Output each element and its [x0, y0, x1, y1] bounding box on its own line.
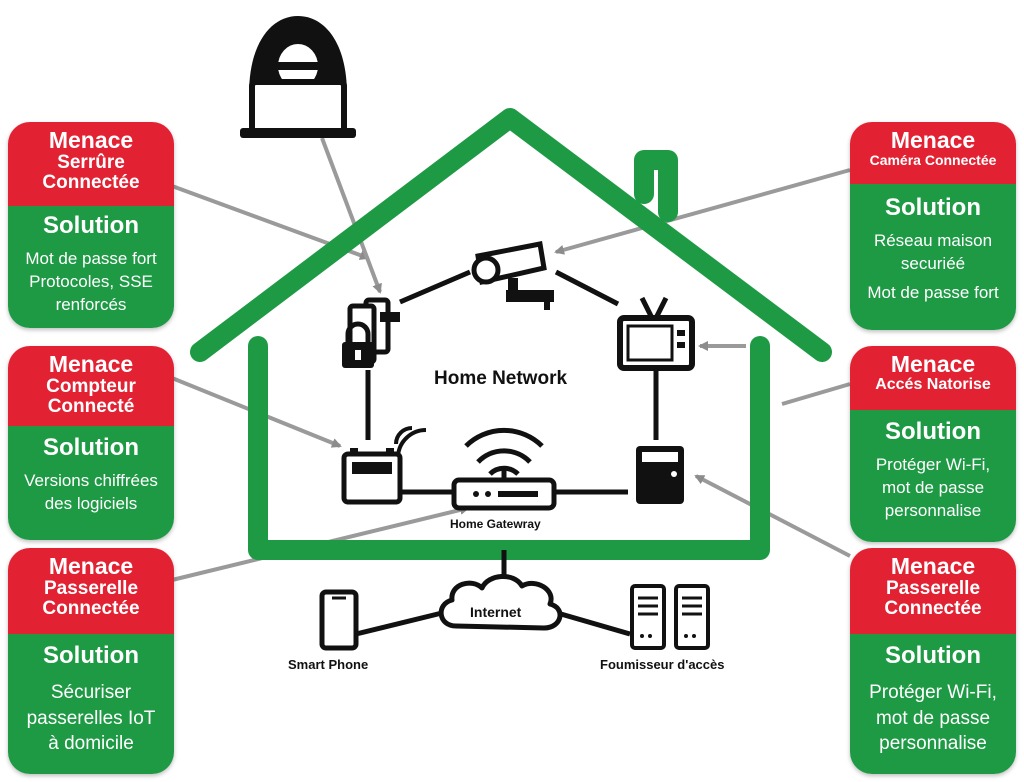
arrow-gateway-right [694, 474, 851, 558]
arrow-access [781, 382, 851, 406]
smart-lock-icon [342, 297, 400, 368]
menace-title: Menace [48, 351, 134, 377]
menace-header: Menace Compteur Connecté [8, 346, 174, 426]
solution-text: Mot de passe fort [867, 282, 999, 302]
smartphone-icon [319, 589, 359, 651]
solution-title: Solution [885, 418, 981, 445]
threat-card-gateway-left: Menace Passerelle Connectée Solution Séc… [8, 548, 174, 774]
threat-arrows [171, 137, 851, 582]
solution-text: des logiciels [44, 493, 138, 513]
solution-title: Solution [43, 642, 139, 669]
solution-text: Protocoles, SSE [29, 271, 153, 291]
solution-panel: Solution Mot de passe fort Protocoles, S… [8, 206, 174, 328]
menace-header: Menace Accés Natorise [850, 346, 1016, 410]
menace-header: Menace Passerelle Connectée [850, 548, 1016, 634]
device-name: Passerelle [885, 577, 981, 599]
solution-text: Protéger Wi-Fi, [869, 682, 997, 703]
threat-card-access: Menace Accés Natorise Solution Protéger … [850, 346, 1016, 542]
solution-title: Solution [43, 434, 139, 461]
device-name: Passerelle [43, 577, 139, 599]
internet-label: Internet [470, 604, 522, 620]
device-name: Accés Natorise [875, 375, 991, 393]
home-server-icon [636, 446, 684, 504]
solution-panel: Solution Versions chiffrées des logiciel… [8, 426, 174, 540]
solution-title: Solution [43, 212, 139, 239]
menace-title: Menace [890, 127, 976, 153]
home-network-label: Home Network [434, 368, 568, 389]
isp-servers-icon [630, 584, 710, 650]
solution-text: passerelles IoT [26, 707, 156, 729]
solution-text: personnalise [884, 500, 982, 520]
solution-text: Mot de passe fort [25, 249, 157, 268]
menace-title: Menace [890, 553, 976, 579]
solution-text: Réseau maison [873, 231, 993, 250]
solution-text: mot de passe [881, 477, 985, 497]
solution-text: renforcés [55, 294, 127, 314]
solution-title: Solution [885, 194, 981, 221]
threat-card-smart-meter: Menace Compteur Connecté Solution Versio… [8, 346, 174, 540]
device-name: Connectée [42, 597, 140, 619]
solution-text: Sécuriser [50, 682, 132, 703]
threat-card-smart-lock: Menace Serrûre Connectée Solution Mot de… [8, 122, 174, 328]
home-gateway-label: Home Gatewray [450, 517, 541, 531]
solution-text: securiéé [900, 253, 966, 273]
menace-header: Menace Serrûre Connectée [8, 122, 174, 206]
internet-cloud-icon [438, 574, 563, 631]
smart-meter-icon [341, 426, 427, 505]
menace-title: Menace [890, 351, 976, 377]
threat-card-gateway-right: Menace Passerelle Connectée Solution Pro… [850, 548, 1016, 774]
menace-header: Menace Caméra Connectée [850, 122, 1016, 184]
house-outline [190, 108, 832, 560]
device-name: Connectée [884, 597, 982, 619]
solution-panel: Solution Protéger Wi-Fi, mot de passe pe… [850, 634, 1016, 774]
solution-text: Protéger Wi-Fi, [875, 455, 991, 474]
device-name: Caméra Connectée [869, 151, 997, 168]
device-name: Connecté [47, 395, 135, 417]
smart-phone-label: Smart Phone [288, 657, 369, 672]
solution-text: à domicile [48, 733, 134, 755]
arrow-camera [554, 168, 851, 255]
solution-panel: Solution Réseau maison securiéé Mot de p… [850, 184, 1016, 330]
network-links [355, 269, 659, 637]
tv-icon [617, 296, 695, 371]
security-camera-icon [471, 241, 554, 310]
solution-text: mot de passe [875, 707, 991, 729]
solution-title: Solution [885, 642, 981, 669]
home-gateway-router-icon [451, 427, 557, 511]
hacker-icon [240, 16, 356, 138]
solution-panel: Solution Protéger Wi-Fi, mot de passe pe… [850, 410, 1016, 542]
device-name: Compteur [46, 375, 136, 397]
solution-text: personnalise [879, 733, 987, 755]
provider-label: Foumisseur d'accès [600, 657, 725, 672]
device-name: Connectée [42, 171, 140, 193]
solution-panel: Solution Sécuriser passerelles IoT à dom… [8, 634, 174, 774]
threat-card-camera: Menace Caméra Connectée Solution Réseau … [850, 122, 1016, 330]
arrow-hacker [320, 137, 382, 294]
solution-text: Versions chiffrées [24, 471, 158, 490]
menace-title: Menace [48, 127, 134, 153]
menace-header: Menace Passerelle Connectée [8, 548, 174, 634]
menace-title: Menace [48, 553, 134, 579]
device-name: Serrûre [57, 151, 125, 173]
